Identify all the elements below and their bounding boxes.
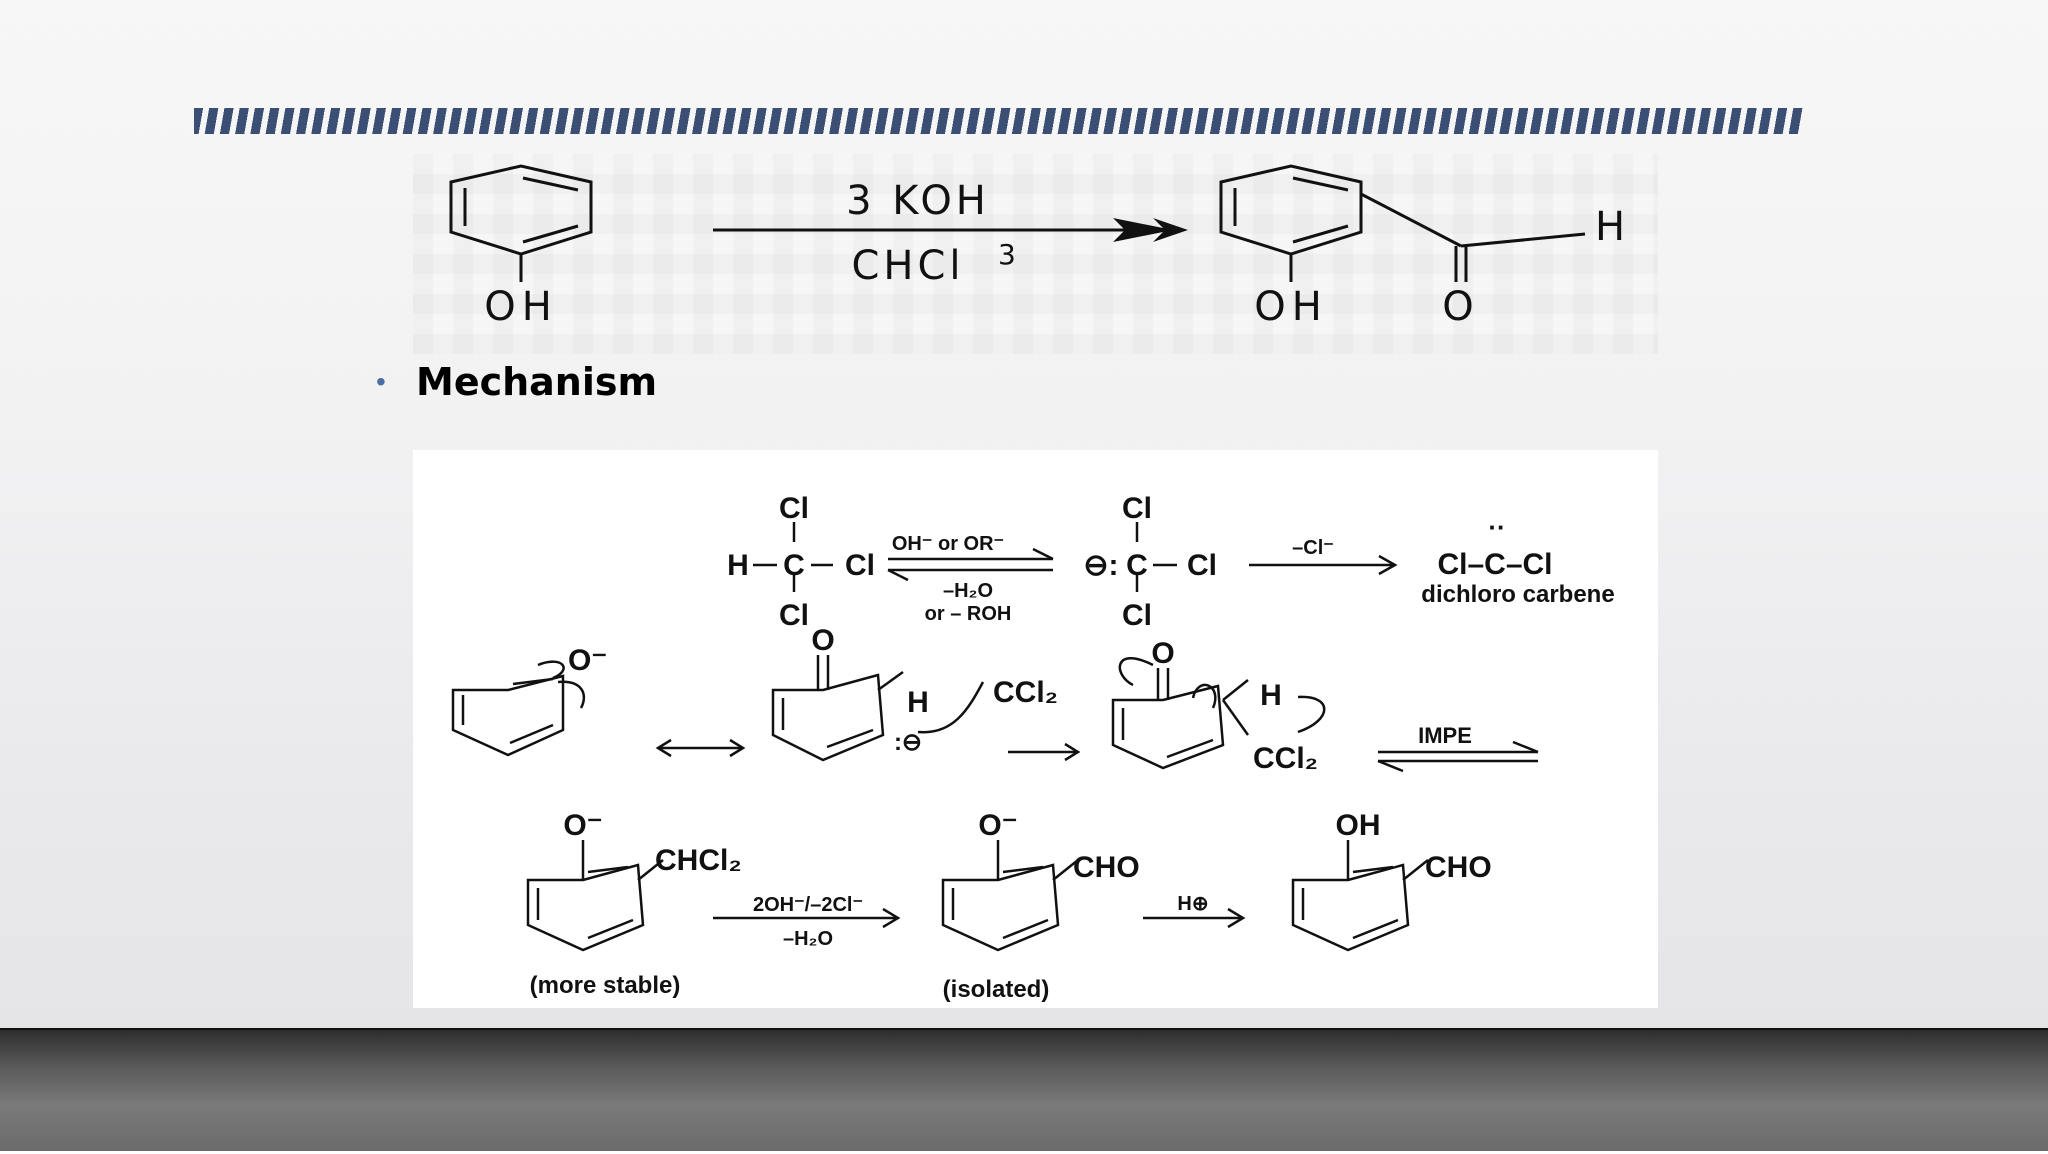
bullet-text: Mechanism — [416, 360, 658, 404]
chcl2-ring — [526, 863, 645, 952]
salicylaldehyde-ring — [1291, 863, 1410, 952]
dichlorocarbene: Cl–C–Cl — [1437, 548, 1552, 581]
decorative-stripe — [194, 108, 1803, 134]
curved-arrow-5 — [1191, 683, 1217, 709]
keto-ring — [771, 673, 885, 762]
phenoxide-o: O⁻ — [568, 644, 607, 677]
chcl3-cl-top: Cl — [779, 492, 809, 525]
hydrolysis-condition: 2OH⁻/–2Cl⁻ — [753, 894, 863, 916]
phenol-ring — [449, 164, 593, 256]
anion-cl-top: Cl — [1122, 492, 1152, 525]
impe-label: IMPE — [1418, 723, 1472, 748]
anion-cl-right: Cl — [1187, 549, 1217, 582]
acid-label: H⊕ — [1177, 893, 1208, 915]
keto-h: H — [907, 686, 929, 719]
mechanism-svg: Cl H C Cl Cl OH⁻ or OR⁻ –H₂O or – ROH Cl… — [451, 492, 1615, 1003]
reagent-koh: 3 KOH — [846, 178, 990, 224]
more-stable-note: (more stable) — [530, 972, 681, 999]
overall-reaction-svg: OH 3 KOH CHCl 3 OH H O — [449, 164, 1631, 330]
curved-arrow-6 — [1297, 695, 1326, 734]
salicylate-ring — [941, 863, 1060, 952]
reactant-oh-label: OH — [484, 284, 558, 330]
cho-group-1: CHO — [1073, 851, 1140, 884]
curved-arrow-2 — [557, 680, 586, 709]
intermediate-ring — [1111, 684, 1225, 770]
chcl3-cl-bottom: Cl — [779, 599, 809, 632]
product-oh-label: OH — [1254, 284, 1328, 330]
curved-arrow-1 — [537, 660, 565, 680]
chcl3-h: H — [727, 549, 749, 582]
curved-arrow-4 — [1118, 657, 1154, 687]
oh-group: OH — [1336, 809, 1381, 842]
carbanion: :⊖ — [894, 729, 922, 756]
bullet-dot: • — [376, 366, 386, 397]
curved-arrow-3 — [917, 681, 985, 734]
anion-c: C — [1126, 549, 1148, 582]
dichlorocarbene-name: dichloro carbene — [1421, 581, 1614, 608]
reagent-chcl: CHCl — [851, 243, 964, 289]
mechanism-image: Cl H C Cl Cl OH⁻ or OR⁻ –H₂O or – ROH Cl… — [413, 450, 1658, 1008]
product-ring — [1219, 164, 1363, 256]
cho-group-2: CHO — [1425, 851, 1492, 884]
anion-charge: ⊖: — [1083, 549, 1118, 582]
chcl3-c: C — [783, 549, 805, 582]
elimination-label: –Cl⁻ — [1292, 537, 1334, 559]
anion-cl-bottom: Cl — [1122, 599, 1152, 632]
intermediate-ccl2: CCl₂ — [1253, 742, 1318, 775]
reagent-subscript: 3 — [998, 238, 1020, 271]
aldehyde-o-label: O — [1442, 284, 1479, 330]
phenoxide-ring — [451, 674, 565, 757]
o-minus-2: O⁻ — [978, 809, 1017, 842]
base-condition: OH⁻ or OR⁻ — [892, 533, 1004, 555]
back-condition-2: or – ROH — [925, 603, 1012, 625]
keto-o: O — [811, 624, 834, 657]
carbene-lone-pair: ·· — [1488, 512, 1505, 542]
ccl2-reagent: CCl₂ — [993, 676, 1058, 709]
intermediate-h: H — [1260, 679, 1282, 712]
chcl2-group: CHCl₂ — [655, 844, 742, 877]
overall-reaction-image: OH 3 KOH CHCl 3 OH H O — [413, 154, 1658, 354]
floor-background — [0, 1028, 2048, 1154]
isolated-note: (isolated) — [943, 976, 1050, 1003]
hydrolysis-condition-2: –H₂O — [783, 928, 833, 950]
intermediate-o: O — [1151, 637, 1174, 670]
o-minus-1: O⁻ — [563, 809, 602, 842]
aldehyde-h-label: H — [1595, 204, 1631, 250]
back-condition-1: –H₂O — [943, 580, 993, 602]
chcl3-cl-right: Cl — [845, 549, 875, 582]
bullet-item: • Mechanism — [376, 360, 657, 404]
